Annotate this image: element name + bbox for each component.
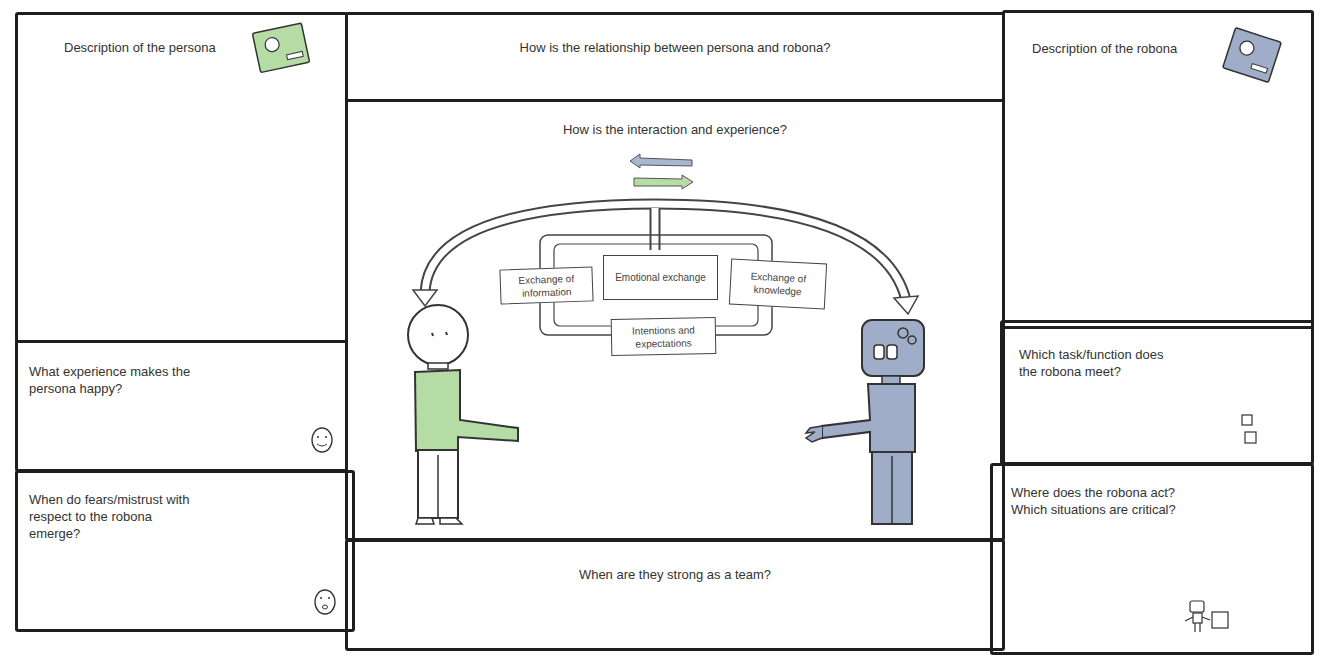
mouth: [323, 605, 328, 609]
robot-eye: [874, 345, 884, 359]
robot-gear: [908, 336, 916, 344]
arc-arrow-outline: [425, 204, 906, 300]
field-question: Which task/function does the robona meet…: [1019, 346, 1164, 380]
robot-gear: [898, 328, 908, 338]
left-arrow: [630, 154, 692, 168]
cube: [1242, 415, 1252, 425]
robot-legs: [872, 452, 912, 524]
face: [315, 590, 335, 614]
eye: [317, 436, 319, 438]
person-feet: [416, 518, 462, 524]
robot-leg: [1194, 623, 1195, 632]
robot-hand: [806, 426, 822, 442]
mouth: [317, 444, 327, 446]
canvas-field: Description of the robona: [1002, 10, 1314, 329]
arrow-head: [894, 296, 918, 314]
card-photo: [264, 36, 281, 53]
concept-box: Exchange of knowledge: [729, 259, 827, 310]
card-line: [287, 51, 304, 59]
robot-head: [862, 320, 924, 376]
face: [312, 428, 332, 452]
robot-body: [822, 384, 915, 452]
field-question: How is the interaction and experience?: [348, 121, 1002, 138]
eye: [320, 597, 322, 599]
person-body: [415, 370, 518, 451]
right-arrow: [634, 175, 693, 189]
field-question: Description of the robona: [1032, 40, 1232, 57]
person-eye: [446, 332, 447, 335]
person-leg-split: [437, 455, 439, 518]
canvas-field: Description of the persona: [15, 12, 348, 343]
eye: [325, 436, 327, 438]
canvas-field: How is the relationship between persona …: [345, 12, 1005, 102]
field-question: How is the relationship between persona …: [348, 39, 1002, 56]
box-label: Emotional exchange: [615, 271, 706, 284]
person-neck: [428, 363, 448, 369]
box: [1212, 612, 1228, 628]
canvas-field: When do fears/mistrust with respect to t…: [15, 470, 355, 632]
person-head: [408, 305, 468, 365]
sad-face: [315, 590, 335, 614]
arc-arrow-fill: [425, 204, 906, 300]
canvas-field: What experience makes the persona happy?: [15, 340, 348, 472]
robona-card-icon: [1223, 28, 1282, 83]
concept-box: Intentions and expectations: [611, 317, 717, 356]
cube: [1245, 432, 1256, 443]
canvas-field: Where does the robona act? Which situati…: [990, 463, 1314, 655]
field-question: Description of the persona: [64, 39, 304, 56]
robot-arm: [1185, 617, 1193, 621]
canvas-field: Which task/function does the robona meet…: [1000, 320, 1314, 465]
robot-head: [1190, 601, 1204, 612]
arrow-head: [413, 290, 437, 306]
eye: [328, 597, 330, 599]
robot-arm: [1202, 617, 1210, 620]
robot-neck: [882, 376, 900, 384]
box-label: Exchange of information: [505, 271, 589, 300]
small-robot-icon: [1185, 601, 1228, 632]
card-photo: [1238, 39, 1256, 57]
card: [252, 23, 309, 73]
person-legs: [418, 450, 458, 518]
concept-box: Exchange of information: [499, 266, 593, 304]
field-question: Where does the robona act? Which situati…: [1011, 484, 1211, 518]
canvas-field: When are they strong as a team?: [345, 539, 1005, 651]
robot-eye: [887, 345, 897, 359]
card-line: [1251, 64, 1268, 74]
field-question: When are they strong as a team?: [348, 566, 1002, 583]
field-question: When do fears/mistrust with respect to t…: [29, 491, 199, 542]
card: [1223, 28, 1282, 83]
concept-box: Emotional exchange: [603, 255, 718, 300]
robot-leg: [1199, 623, 1200, 632]
field-question: What experience makes the persona happy?: [29, 363, 214, 397]
persona-card-icon: [252, 23, 309, 73]
person-eye: [432, 333, 433, 336]
canvas-field: How is the interaction and experience? Ex…: [345, 99, 1005, 541]
happy-face: [312, 428, 332, 452]
robot-body: [1193, 613, 1202, 623]
box-label: Intentions and expectations: [616, 323, 711, 351]
box-label: Exchange of knowledge: [734, 269, 821, 299]
robot-leg-split: [891, 456, 893, 524]
cubes-icon: [1242, 415, 1256, 443]
